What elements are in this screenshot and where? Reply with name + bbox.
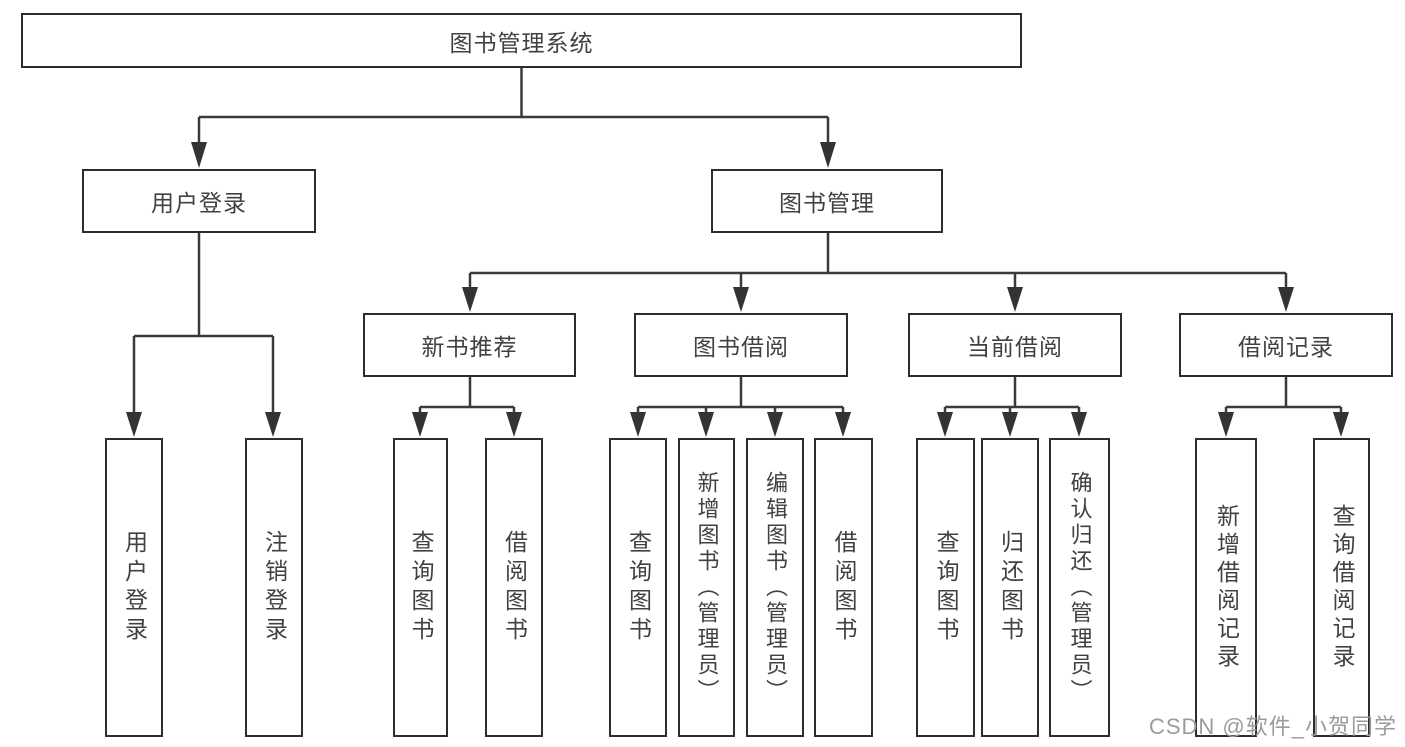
node-label: 注销登录 bbox=[261, 529, 288, 646]
leaf-edit-books-admin: 编辑图书（管理员） bbox=[746, 438, 804, 737]
leaf-recommend-borrow-books: 借阅图书 bbox=[485, 438, 543, 737]
node-library-management-system: 图书管理系统 bbox=[21, 13, 1022, 68]
node-label: 图书管理 bbox=[779, 190, 875, 216]
node-label: 借阅记录 bbox=[1238, 334, 1334, 360]
leaf-borrowing-borrow-books: 借阅图书 bbox=[814, 438, 873, 737]
node-label: 用户登录 bbox=[121, 529, 148, 646]
node-label: 新增图书（管理员） bbox=[694, 470, 720, 705]
leaf-query-borrow-record: 查询借阅记录 bbox=[1313, 438, 1370, 737]
leaf-recommend-query-books: 查询图书 bbox=[393, 438, 448, 737]
node-label: 图书借阅 bbox=[693, 334, 789, 360]
node-borrowing-records: 借阅记录 bbox=[1179, 313, 1393, 377]
leaf-return-books: 归还图书 bbox=[981, 438, 1039, 737]
node-label: 借阅图书 bbox=[831, 529, 857, 646]
leaf-borrowing-query-books: 查询图书 bbox=[609, 438, 667, 737]
node-book-borrowing: 图书借阅 bbox=[634, 313, 848, 377]
node-label: 查询借阅记录 bbox=[1329, 503, 1355, 672]
node-label: 查询图书 bbox=[625, 529, 652, 646]
leaf-user-login: 用户登录 bbox=[105, 438, 163, 737]
node-new-book-recommendation: 新书推荐 bbox=[363, 313, 576, 377]
csdn-watermark: CSDN @软件_小贺同学 bbox=[1148, 714, 1397, 739]
leaf-confirm-return-admin: 确认归还（管理员） bbox=[1049, 438, 1110, 737]
leaf-add-books-admin: 新增图书（管理员） bbox=[678, 438, 735, 737]
leaf-add-borrow-record: 新增借阅记录 bbox=[1195, 438, 1257, 737]
node-label: 确认归还（管理员） bbox=[1067, 470, 1093, 705]
node-label: 新书推荐 bbox=[421, 334, 518, 360]
node-label: 查询图书 bbox=[933, 529, 959, 646]
node-label: 查询图书 bbox=[408, 529, 434, 646]
node-book-management: 图书管理 bbox=[711, 169, 943, 233]
node-current-borrowing: 当前借阅 bbox=[908, 313, 1122, 377]
node-label: 编辑图书（管理员） bbox=[763, 470, 788, 705]
node-label: 新增借阅记录 bbox=[1213, 503, 1240, 672]
arrowheads bbox=[126, 142, 1349, 437]
leaf-current-query-books: 查询图书 bbox=[916, 438, 975, 737]
node-label: 借阅图书 bbox=[501, 529, 528, 646]
node-label: 图书管理系统 bbox=[449, 29, 594, 56]
leaf-logout: 注销登录 bbox=[245, 438, 303, 737]
node-user-login: 用户登录 bbox=[82, 169, 316, 233]
node-label: 归还图书 bbox=[997, 529, 1024, 646]
node-label: 当前借阅 bbox=[967, 334, 1063, 360]
node-label: 用户登录 bbox=[151, 190, 247, 216]
